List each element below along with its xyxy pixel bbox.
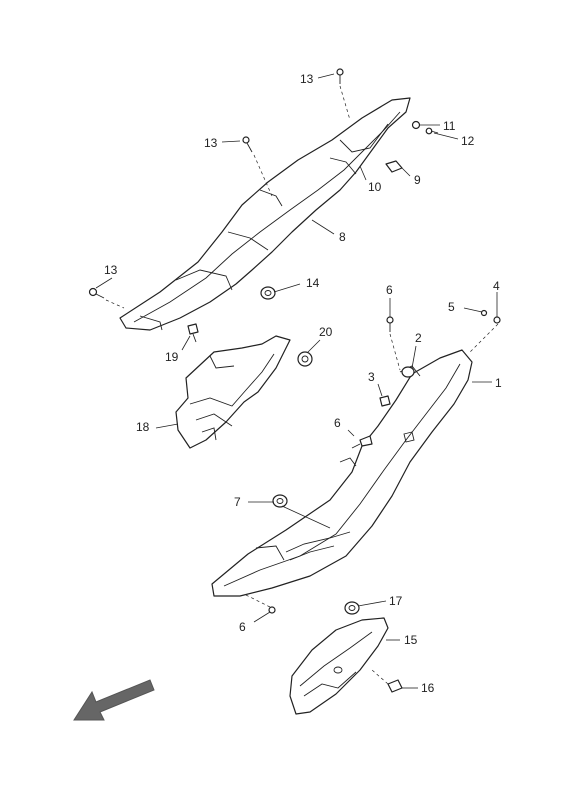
grommet-2 [401,366,415,378]
clip-3 [379,395,391,407]
screw-13-left [88,287,125,309]
callout-19: 19 [165,350,179,364]
callout-13-top: 13 [300,72,314,86]
callout-17: 17 [389,594,403,608]
bracket-18 [175,335,291,449]
callout-13-left: 13 [104,263,118,277]
front-direction-arrow-icon [73,679,155,721]
grommet-14 [260,286,276,300]
callout-16: 16 [421,681,435,695]
washer-5 [480,309,488,317]
washer-11 [411,120,421,130]
leader-lines [95,73,498,689]
grommet-20 [297,351,313,367]
callout-18: 18 [136,420,150,434]
callout-20: 20 [319,325,333,339]
callout-12: 12 [461,134,475,148]
screw-13-middle [242,136,273,197]
callout-11: 11 [443,119,456,133]
rear-cowl-upper [119,97,411,331]
callout-15: 15 [404,633,418,647]
callout-13-middle: 13 [204,136,218,150]
callout-6-middle: 6 [334,416,341,430]
screw-6-middle [351,435,373,449]
callout-3: 3 [368,370,375,384]
screw-4 [493,316,501,324]
screw-12 [425,127,439,135]
callout-2: 2 [415,331,422,345]
callout-7: 7 [234,495,241,509]
callout-8: 8 [339,230,346,244]
callout-14: 14 [306,276,320,290]
grommet-7 [272,494,288,508]
callout-9: 9 [414,173,421,187]
callout-6-top: 6 [386,283,393,297]
callout-6-bottom: 6 [239,620,246,634]
bolt-16 [371,669,403,693]
bolt-19 [187,323,199,343]
clip-9 [385,160,403,173]
callout-4: 4 [493,279,500,293]
screw-13-top [336,68,351,121]
grommet-17 [344,601,360,615]
screw-6-bottom [243,593,276,614]
callout-5: 5 [448,300,455,314]
callout-10: 10 [368,180,382,194]
screw-6-top [386,316,401,371]
callout-1: 1 [495,376,502,390]
panel-15 [289,617,389,715]
